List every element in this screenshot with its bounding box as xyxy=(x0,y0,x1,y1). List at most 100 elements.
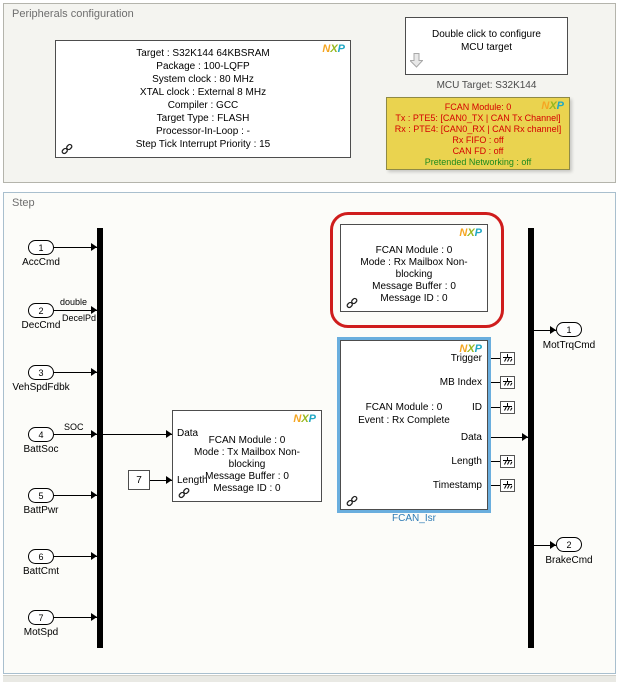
terminator-block[interactable] xyxy=(500,455,515,468)
library-link-icon xyxy=(178,486,190,499)
fcan-rx-mailbox-block[interactable]: NXP FCAN Module : 0 Mode : Rx Mailbox No… xyxy=(340,224,488,312)
arrowhead xyxy=(91,243,97,251)
fcan-tx-mailbox-block[interactable]: NXP Data FCAN Module : 0 Mode : Tx Mailb… xyxy=(172,410,322,502)
signal-type-label: double xyxy=(60,297,88,307)
wire[interactable] xyxy=(103,434,172,435)
inport-label: BattSoc xyxy=(23,444,59,455)
input-bus-bar[interactable] xyxy=(97,228,103,648)
terminator-block[interactable] xyxy=(500,401,515,414)
isr-line: Event : Rx Complete xyxy=(358,415,450,426)
isr-output-timestamp: Timestamp xyxy=(432,480,482,491)
config-line: Target Type : FLASH xyxy=(156,113,250,124)
nxp-logo-icon: NXP xyxy=(293,413,316,425)
inport-5[interactable]: 5 xyxy=(28,488,54,503)
inport-6[interactable]: 6 xyxy=(28,549,54,564)
rx-line: Message ID : 0 xyxy=(380,293,448,304)
constant-value: 7 xyxy=(136,475,142,486)
config-line: Processor-In-Loop : - xyxy=(156,126,250,137)
wire[interactable] xyxy=(54,372,97,373)
mcu-target-text: Double click to configure MCU target xyxy=(432,29,541,53)
fcan-pins-line: Pretended Networking : off xyxy=(424,157,532,167)
mcu-target-block[interactable]: Double click to configure MCU target xyxy=(405,17,568,75)
inport-label: BattPwr xyxy=(23,505,59,516)
config-line: Package : 100-LQFP xyxy=(156,61,250,72)
outport-label: MotTrqCmd xyxy=(542,340,596,351)
signal-name-label: DecelPd xyxy=(62,313,97,323)
signal-name-label: SOC xyxy=(64,422,84,432)
terminator-block[interactable] xyxy=(500,479,515,492)
tx-line: Mode : Tx Mailbox Non-blocking xyxy=(194,447,300,470)
library-link-icon xyxy=(61,142,73,155)
config-line: XTAL clock : External 8 MHz xyxy=(139,87,267,98)
wire[interactable] xyxy=(491,437,528,438)
inport-2[interactable]: 2 xyxy=(28,303,54,318)
mcu-target-caption: MCU Target: S32K144 xyxy=(436,80,537,91)
library-link-icon xyxy=(346,296,358,309)
config-line: Step Tick Interrupt Priority : 15 xyxy=(135,139,271,150)
config-line: Compiler : GCC xyxy=(167,100,239,111)
wire[interactable] xyxy=(54,310,97,311)
inport-number: 4 xyxy=(38,429,44,440)
fcan-pins-block[interactable]: NXP FCAN Module: 0 Tx : PTE5: [CAN0_TX |… xyxy=(386,97,570,170)
wire[interactable] xyxy=(491,382,500,383)
fcan-pins-line: Tx : PTE5: [CAN0_TX | CAN Tx Channel] xyxy=(395,113,561,123)
outport-number: 1 xyxy=(566,324,572,335)
mcu-config-block[interactable]: NXP Target : S32K144 64KBSRAM Package : … xyxy=(55,40,351,158)
fcan-isr-block[interactable]: NXP Trigger MB Index ID Data Length Time… xyxy=(340,340,488,510)
fcan-pins-line: Rx FIFO : off xyxy=(452,135,504,145)
config-line: System clock : 80 MHz xyxy=(152,74,254,85)
arrowhead xyxy=(91,613,97,621)
terminator-block[interactable] xyxy=(500,352,515,365)
wire[interactable] xyxy=(54,617,97,618)
area-peripherals-title: Peripherals configuration xyxy=(12,8,134,20)
config-line: Target : S32K144 64KBSRAM xyxy=(136,48,270,59)
output-bus-bar[interactable] xyxy=(528,228,534,648)
inport-number: 5 xyxy=(38,490,44,501)
inport-number: 1 xyxy=(38,242,44,253)
constant-block[interactable]: 7 xyxy=(128,470,150,490)
nxp-logo-icon: NXP xyxy=(322,43,345,55)
inport-number: 2 xyxy=(38,305,44,316)
isr-block-name: FCAN_Isr xyxy=(392,513,436,524)
inport-number: 3 xyxy=(38,367,44,378)
library-link-icon xyxy=(346,494,358,507)
wire[interactable] xyxy=(491,461,500,462)
isr-output-mb-index: MB Index xyxy=(439,377,482,388)
wire[interactable] xyxy=(54,434,97,435)
wire[interactable] xyxy=(54,556,97,557)
wire[interactable] xyxy=(54,495,97,496)
terminator-block[interactable] xyxy=(500,376,515,389)
wire[interactable] xyxy=(491,358,500,359)
outport-2[interactable]: 2 xyxy=(556,537,582,552)
wire[interactable] xyxy=(491,407,500,408)
isr-output-trigger: Trigger xyxy=(450,353,482,364)
arrowhead xyxy=(91,491,97,499)
arrowhead xyxy=(91,368,97,376)
inport-number: 7 xyxy=(38,612,44,623)
outport-1[interactable]: 1 xyxy=(556,322,582,337)
wire[interactable] xyxy=(491,485,500,486)
inport-3[interactable]: 3 xyxy=(28,365,54,380)
arrowhead xyxy=(91,306,97,314)
inport-4[interactable]: 4 xyxy=(28,427,54,442)
down-arrow-icon xyxy=(408,53,424,73)
arrowhead xyxy=(166,476,172,484)
arrowhead xyxy=(91,552,97,560)
fcan-pins-line: CAN FD : off xyxy=(452,146,504,156)
inport-7[interactable]: 7 xyxy=(28,610,54,625)
inport-label: BattCmt xyxy=(22,566,60,577)
wire[interactable] xyxy=(534,545,556,546)
wire[interactable] xyxy=(534,330,556,331)
arrowhead xyxy=(522,433,528,441)
outport-label: BrakeCmd xyxy=(545,555,593,566)
wire[interactable] xyxy=(54,247,97,248)
inport-label: VehSpdFdbk xyxy=(12,382,70,393)
red-highlight-annotation[interactable] xyxy=(330,212,504,328)
wire[interactable] xyxy=(150,480,172,481)
rx-line: Message Buffer : 0 xyxy=(372,281,456,292)
isr-output-data: Data xyxy=(460,432,482,443)
inport-1[interactable]: 1 xyxy=(28,240,54,255)
inport-label: MotSpd xyxy=(23,627,59,638)
horizontal-scrollbar[interactable] xyxy=(3,675,616,682)
